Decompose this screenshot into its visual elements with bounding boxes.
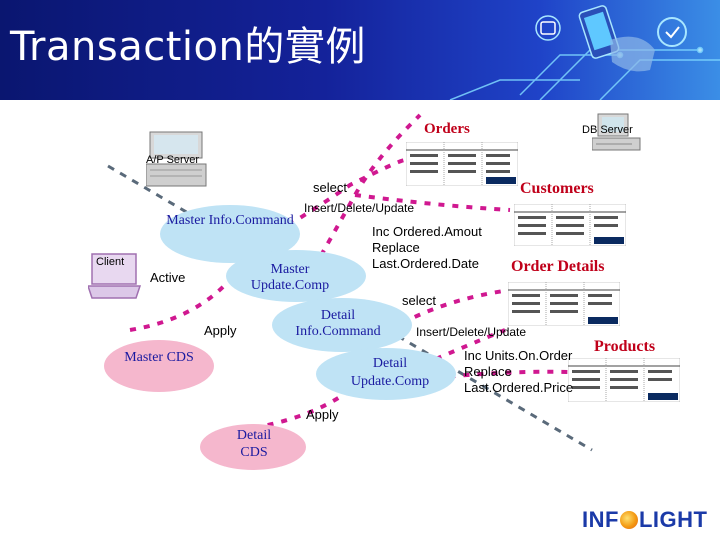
products-table: [567, 357, 681, 403]
master-infocommand-label: Master Info.Command: [166, 213, 294, 228]
products-label: Products: [594, 338, 656, 355]
connector-order-details: [388, 288, 511, 332]
orders-label: Orders: [424, 121, 470, 137]
apply-label-1: Apply: [204, 323, 237, 338]
infolight-logo: INF LIGHT: [582, 507, 707, 533]
detail-updatecomp-bubble: [316, 348, 456, 400]
detail-infocommand-label: Detail Info.Command: [295, 308, 381, 339]
orders-note-line-1: Inc Ordered.Amout: [372, 224, 482, 239]
customers-table-grid: [513, 203, 627, 247]
master-cds-label: Master CDS: [124, 350, 194, 365]
apply-label-2: Apply: [306, 407, 339, 422]
detail-updatecomp-label: Detail Update.Comp: [350, 356, 430, 389]
hand-phone-illustration: [535, 5, 687, 72]
orders-table: [405, 141, 519, 187]
detail-infocommand-bubble: [272, 298, 412, 352]
products-note-line-1: Inc Units.On.Order: [464, 348, 573, 363]
master-updatecomp-label: Master Update.Comp: [250, 262, 330, 293]
insert-delete-update-label-1: Insert/Delete/Update: [304, 201, 415, 215]
customers-label: Customers: [520, 180, 594, 197]
master-updatecomp-bubble: [226, 250, 366, 302]
db-server-label: DB Server: [582, 124, 633, 136]
db-server-icon: [592, 113, 641, 151]
order-details-table-grid: [507, 281, 621, 327]
detail-cds-label: Detail CDS: [236, 428, 272, 460]
detail-cds-bubble: [200, 424, 306, 470]
client-label: Client: [96, 256, 125, 268]
logo-text-left: INF: [582, 507, 619, 532]
order-details-label: Order Details: [511, 258, 605, 275]
products-update-note: Inc Units.On.Order Replace Last.Ordered.…: [464, 348, 573, 396]
active-label: Active: [150, 270, 186, 285]
orders-note-line-3: Last.Ordered.Date: [372, 256, 479, 271]
customers-table: [513, 203, 627, 247]
title-banner: Transaction的實例: [0, 0, 720, 100]
ap-server-label: A/P Server: [146, 154, 199, 166]
logo-text-right: LIGHT: [638, 507, 708, 532]
logo-o-icon: [619, 511, 638, 529]
products-note-line-2: Replace: [464, 364, 512, 379]
client-laptop-icon: [88, 253, 142, 299]
orders-note-line-2: Replace: [372, 240, 420, 255]
circuit-decoration: [449, 5, 720, 100]
connector-products: [379, 369, 571, 387]
page-title: Transaction的實例: [10, 24, 366, 70]
products-note-line-3: Last.Ordered.Price: [464, 380, 574, 395]
connector-customers: [354, 193, 511, 212]
products-table-grid: [567, 357, 681, 403]
ap-server-icon: [146, 131, 207, 187]
order-details-table: [507, 281, 621, 327]
insert-delete-update-label-2: Insert/Delete/Update: [416, 325, 527, 339]
orders-table-grid: [405, 141, 519, 187]
master-cds-bubble: [104, 340, 214, 392]
select-label-1: select: [313, 180, 347, 195]
orders-update-note: Inc Ordered.Amout Replace Last.Ordered.D…: [372, 224, 482, 272]
select-label-2: select: [402, 293, 436, 308]
connector-master-cds: [129, 283, 227, 332]
